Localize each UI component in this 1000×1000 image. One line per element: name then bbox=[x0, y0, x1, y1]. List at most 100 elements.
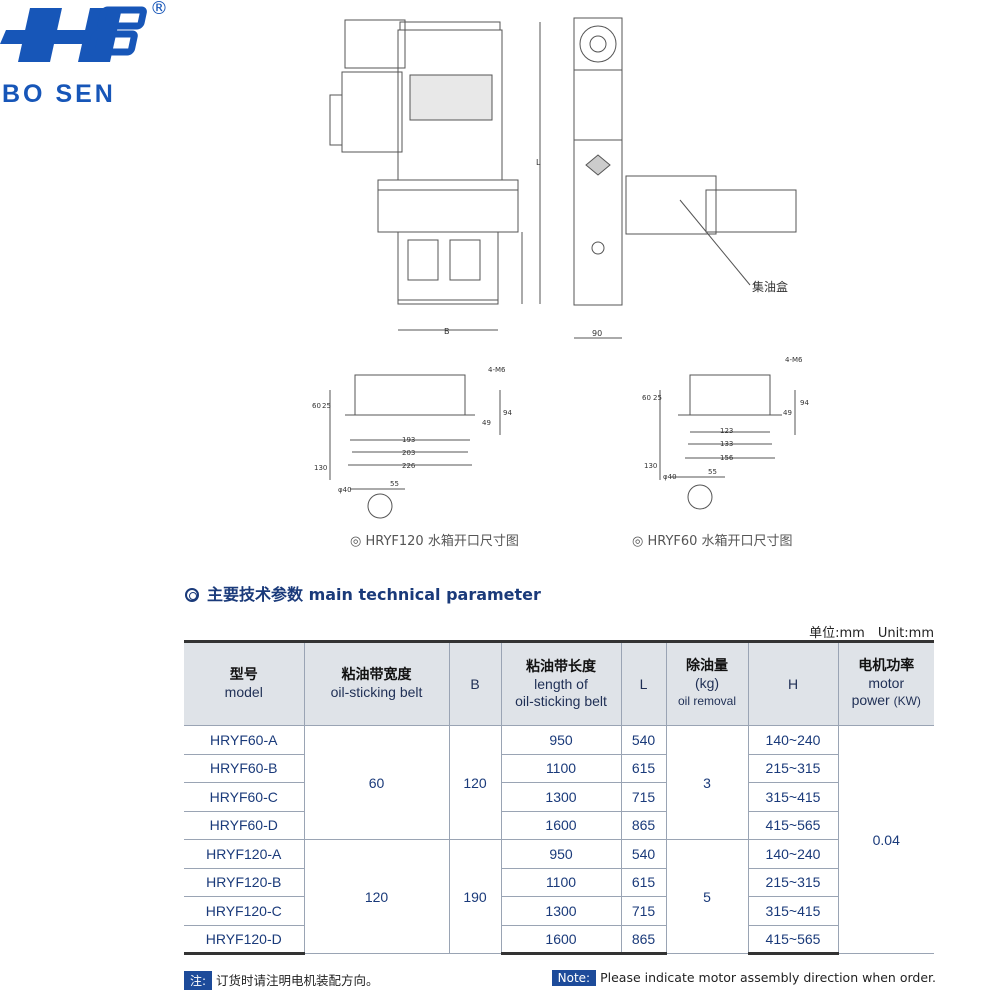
cell-h: 415~565 bbox=[747, 810, 838, 840]
cell-oil-removal: 5 bbox=[665, 839, 749, 954]
note-en-text: Please indicate motor assembly direction… bbox=[600, 970, 936, 985]
cell-belt-width: 120 bbox=[303, 839, 450, 954]
hryf120-dim-49: 49 bbox=[482, 419, 491, 427]
note-zh: 注:订货时请注明电机装配方向。 bbox=[184, 970, 379, 990]
hryf60-dim-60: 60 bbox=[642, 394, 651, 402]
cell-belt-length: 1300 bbox=[500, 896, 622, 926]
header-oil-removal: 除油量(kg)oil removal bbox=[665, 640, 749, 726]
ring-bullet-icon bbox=[185, 588, 199, 602]
cell-l: 715 bbox=[620, 896, 667, 926]
cell-belt-length: 1600 bbox=[500, 924, 622, 955]
hryf120-dim-130: 130 bbox=[314, 464, 327, 472]
hryf120-dim-25: 25 bbox=[322, 402, 331, 410]
base-tray bbox=[377, 179, 519, 233]
cell-l: 615 bbox=[620, 753, 667, 783]
cell-l: 865 bbox=[620, 810, 667, 840]
hryf60-dim-130: 130 bbox=[644, 462, 657, 470]
hryf120-dim-193: 193 bbox=[402, 436, 415, 444]
hryf60-dim-94: 94 bbox=[800, 399, 809, 407]
cell-h: 140~240 bbox=[747, 839, 838, 869]
header-h: H bbox=[747, 640, 839, 726]
cell-belt-length: 1100 bbox=[500, 753, 622, 783]
hryf60-dim-d40: φ40 bbox=[663, 473, 677, 481]
table-row: HRYF120-B 1100 615 215~315 bbox=[184, 867, 934, 897]
hryf120-dim-203: 203 bbox=[402, 449, 415, 457]
oil-collector bbox=[625, 175, 717, 235]
cell-model: HRYF120-C bbox=[184, 896, 305, 926]
cell-h: 315~415 bbox=[747, 896, 838, 926]
dim-b: B bbox=[444, 327, 450, 336]
cell-model: HRYF120-B bbox=[184, 867, 305, 897]
cell-belt-length: 1600 bbox=[500, 810, 622, 840]
hryf120-dim-55: 55 bbox=[390, 480, 399, 488]
motor-top bbox=[344, 19, 406, 69]
cell-belt-length: 950 bbox=[500, 725, 622, 755]
table-row: HRYF60-A 60 120 950 540 3 140~240 0.04 bbox=[184, 725, 934, 954]
table-row: HRYF120-C 1300 715 315~415 bbox=[184, 896, 934, 926]
belt-frame bbox=[397, 231, 499, 305]
cell-h: 315~415 bbox=[747, 782, 838, 812]
cell-model: HRYF120-A bbox=[184, 839, 305, 869]
brand-name: BO SEN bbox=[2, 80, 116, 108]
unit-label: 单位:mm Unit:mm bbox=[809, 626, 934, 641]
hryf60-opening-drawing bbox=[659, 374, 796, 510]
cell-l: 540 bbox=[620, 725, 667, 755]
cell-model: HRYF60-C bbox=[184, 782, 305, 812]
table-row: HRYF60-B 1100 615 215~315 bbox=[184, 753, 934, 783]
cell-l: 865 bbox=[620, 924, 667, 955]
cell-belt-width: 60 bbox=[303, 725, 450, 840]
dim-side-width: 90 bbox=[592, 329, 602, 338]
table-row: HRYF120-A 120 190 950 540 5 140~240 bbox=[184, 839, 934, 954]
hryf60-dim-55: 55 bbox=[708, 468, 717, 476]
side-column bbox=[573, 139, 623, 306]
hryf60-dim-m6: 4-M6 bbox=[785, 356, 803, 364]
hryf60-dim-133: 133 bbox=[720, 440, 733, 448]
cell-model: HRYF120-D bbox=[184, 924, 305, 955]
hryf120-opening-drawing bbox=[329, 374, 501, 519]
table-row: HRYF120-D 1600 865 415~565 bbox=[184, 924, 934, 955]
notes-bar: 注:订货时请注明电机装配方向。 Note:Please indicate mot… bbox=[184, 970, 936, 992]
bosen-logo-mark bbox=[0, 6, 147, 62]
hryf120-caption: ◎ HRYF120 水箱开口尺寸图 bbox=[350, 534, 519, 549]
bosen-logo: ® BO SEN bbox=[0, 0, 180, 110]
cell-oil-removal: 3 bbox=[665, 725, 749, 840]
hryf120-dim-m6: 4-M6 bbox=[488, 366, 506, 374]
note-en: Note:Please indicate motor assembly dire… bbox=[551, 970, 936, 986]
cell-h: 415~565 bbox=[747, 924, 838, 955]
hryf120-dim-d40: φ40 bbox=[338, 486, 352, 494]
cell-belt-length: 950 bbox=[500, 839, 622, 869]
cell-h: 215~315 bbox=[747, 753, 838, 783]
cell-l: 540 bbox=[620, 839, 667, 869]
cell-b: 120 bbox=[448, 725, 502, 840]
note-zh-text: 订货时请注明电机装配方向。 bbox=[216, 973, 379, 988]
cell-h: 140~240 bbox=[747, 725, 839, 755]
note-zh-tag: 注: bbox=[184, 971, 213, 990]
cell-model: HRYF60-B bbox=[184, 753, 305, 783]
header-l: L bbox=[620, 640, 667, 726]
reg-mark: ® bbox=[150, 0, 168, 19]
table-row: HRYF60-D 1600 865 415~565 bbox=[184, 810, 934, 840]
hryf120-dim-226: 226 bbox=[402, 462, 416, 470]
cell-belt-length: 1300 bbox=[500, 782, 622, 812]
dim-l: L bbox=[536, 158, 541, 167]
hryf60-dim-156: 156 bbox=[720, 454, 734, 462]
hryf120-dim-60: 60 bbox=[312, 402, 321, 410]
section-title-text: 主要技术参数 main technical parameter bbox=[207, 585, 541, 604]
note-en-tag: Note: bbox=[551, 970, 597, 986]
cell-model: HRYF60-D bbox=[184, 810, 305, 840]
oil-box-label: 集油盒 bbox=[752, 279, 788, 294]
hryf60-dim-25: 25 bbox=[653, 394, 662, 402]
cell-b: 190 bbox=[448, 839, 502, 954]
cell-l: 715 bbox=[620, 782, 667, 812]
technical-drawing: B L 90 集油盒 4-M6 60 25 94 49 193 203 226 … bbox=[312, 17, 809, 519]
table-row: HRYF60-C 1300 715 315~415 bbox=[184, 782, 934, 812]
cell-h: 215~315 bbox=[747, 867, 838, 897]
hryf60-caption: ◎ HRYF60 水箱开口尺寸图 bbox=[632, 534, 793, 549]
hryf60-dim-49: 49 bbox=[783, 409, 792, 417]
header-b: B bbox=[448, 640, 502, 726]
